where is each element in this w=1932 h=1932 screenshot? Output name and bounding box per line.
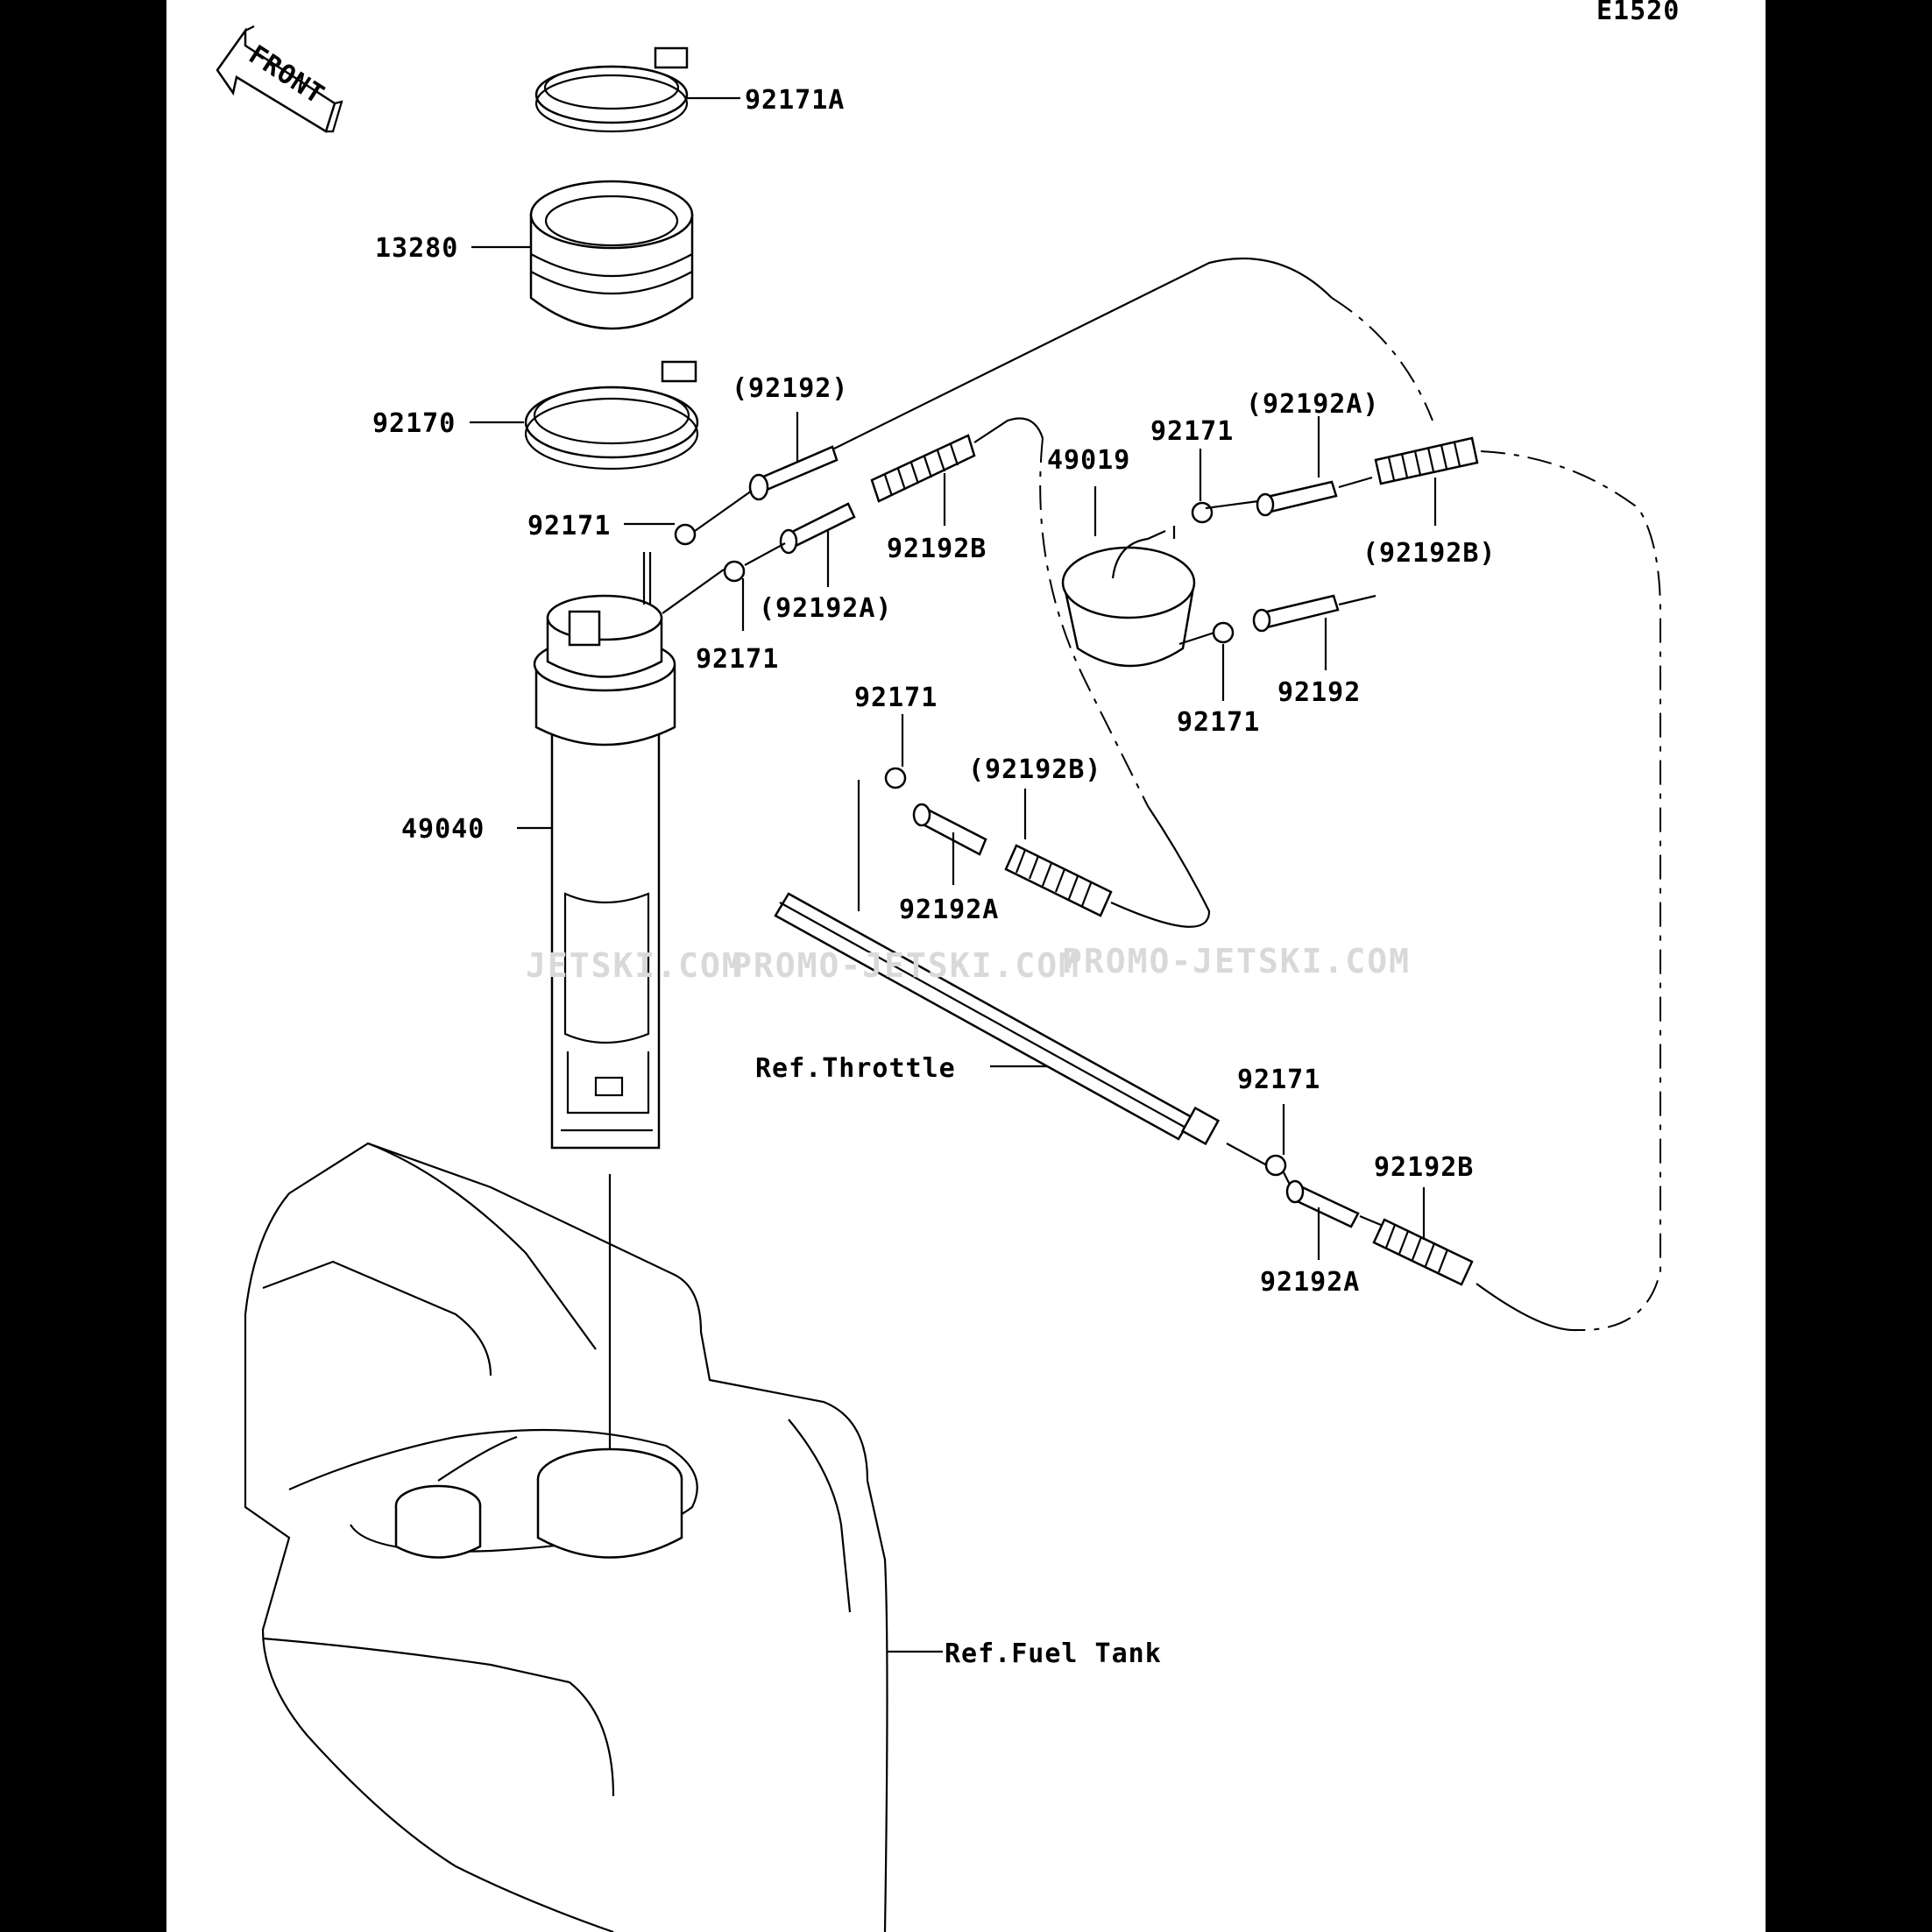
ref-fuel-tank: Ref.Fuel Tank xyxy=(945,1638,1162,1669)
label-92192A-bottom: 92192A xyxy=(1260,1267,1360,1298)
label-92192-paren: (92192) xyxy=(732,373,848,404)
label-92192B-left: 92192B xyxy=(887,534,987,564)
diagram-code: E1520 xyxy=(1596,0,1680,26)
label-92192A-paren-right: (92192A) xyxy=(1246,389,1380,420)
fuel-filter-49019 xyxy=(1061,526,1196,668)
watermark-3: PROMO-JETSKI.COM xyxy=(1062,942,1411,980)
clamp-92171A xyxy=(534,46,689,133)
clip-92171-left xyxy=(674,523,697,546)
hose-92192B-right xyxy=(1374,436,1479,485)
diagram-canvas: FRONT E1520 92171A 13280 92170 xyxy=(166,0,1766,1932)
hose-92192-upper xyxy=(748,445,839,501)
clip-92171-filter-bottom xyxy=(1212,621,1235,644)
label-92171A: 92171A xyxy=(745,85,845,116)
label-92171-filter-bottom: 92171 xyxy=(1177,707,1260,738)
hose-92192-right xyxy=(1252,594,1340,633)
throttle-rail xyxy=(774,780,1221,1146)
clip-92171-mid xyxy=(884,767,907,789)
fuel-pump-49040 xyxy=(533,552,676,1150)
hose-92192A-right xyxy=(1256,480,1338,517)
label-92192A-paren-left: (92192A) xyxy=(759,593,893,624)
exploded-parts-diagram: FRONT E1520 92171A 13280 92170 xyxy=(216,0,1680,1932)
label-92192B-paren-right: (92192B) xyxy=(1362,538,1497,569)
label-92192B-bottom: 92192B xyxy=(1374,1152,1474,1183)
label-13280: 13280 xyxy=(375,233,458,264)
hose-92192A-mid xyxy=(912,803,987,856)
label-49040: 49040 xyxy=(401,814,485,845)
label-92170: 92170 xyxy=(372,408,456,439)
hose-92192B-mid xyxy=(1004,844,1113,917)
label-92192B-paren-mid: (92192B) xyxy=(968,754,1102,785)
watermark-2: PROMO-JETSKI.COM xyxy=(732,946,1080,985)
hose-92192B-left xyxy=(870,434,976,503)
label-92171-left: 92171 xyxy=(527,511,611,541)
clip-92171-pump xyxy=(723,560,746,583)
hose-92192B-bottom xyxy=(1372,1218,1474,1286)
label-92171-pump: 92171 xyxy=(696,644,779,675)
label-49019: 49019 xyxy=(1047,445,1130,476)
hose-92192A-left xyxy=(779,502,856,555)
clip-92171-filter-top xyxy=(1191,501,1214,524)
front-arrow-icon: FRONT xyxy=(216,25,343,133)
hose-92192A-bottom xyxy=(1285,1179,1360,1228)
label-92171-filter-top: 92171 xyxy=(1150,416,1234,447)
label-92171-mid: 92171 xyxy=(854,683,938,713)
label-92171-rail: 92171 xyxy=(1237,1065,1320,1095)
ring-13280 xyxy=(529,180,694,330)
clamp-92170 xyxy=(524,360,699,471)
label-92192A-mid: 92192A xyxy=(899,895,999,925)
clip-92171-rail xyxy=(1264,1154,1287,1177)
ref-throttle: Ref.Throttle xyxy=(755,1053,956,1084)
watermark-1: JETSKI.COM xyxy=(526,946,744,985)
fuel-tank xyxy=(244,1142,888,1932)
label-92192-right: 92192 xyxy=(1277,677,1361,708)
